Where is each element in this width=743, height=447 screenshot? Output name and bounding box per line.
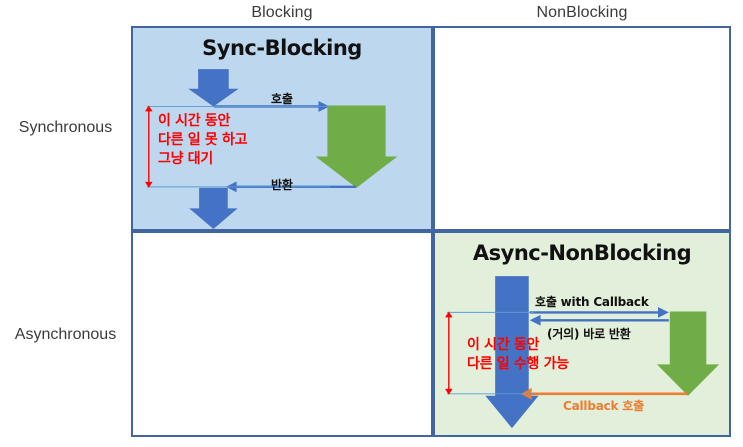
- sync-blocking-graphics: [145, 69, 398, 229]
- caller-continuous-arrow-icon: [485, 276, 539, 429]
- quadrant-title-sync-blocking: Sync-Blocking: [202, 36, 362, 60]
- column-header-nonblocking: NonBlocking: [536, 4, 628, 21]
- quadrant-matrix: Sync-Blocking: [131, 26, 731, 437]
- row-header-asynchronous: Asynchronous: [14, 326, 117, 343]
- quadrant-async-blocking-empty: [131, 231, 433, 437]
- row-header-synchronous: Synchronous: [18, 119, 113, 136]
- immediate-return-arrow-icon: [529, 314, 669, 326]
- callee-processing-arrow-icon: [315, 105, 398, 188]
- caption-call: 호출: [271, 92, 293, 106]
- wait-span-extent-lines: [146, 105, 331, 188]
- caller-entry-arrow-icon: [188, 69, 239, 107]
- quadrant-sync-blocking: Sync-Blocking: [131, 26, 433, 231]
- call-with-callback-arrow-icon: [529, 307, 669, 318]
- quadrant-async-nonblocking: Async-NonBlocking: [433, 231, 731, 437]
- free-duration-measure-icon: [445, 311, 453, 395]
- sync-blocking-wait-note: 이 시간 동안 다른 일 못 하고 그냥 대기: [158, 113, 248, 167]
- caption-immediate-return: (거의) 바로 반환: [547, 327, 631, 341]
- column-header-blocking: Blocking: [251, 4, 313, 21]
- callee-async-work-arrow-icon: [656, 311, 720, 396]
- caption-callback-invoke: Callback 호출: [563, 399, 644, 413]
- quadrant-title-async-nonblocking: Async-NonBlocking: [472, 241, 692, 265]
- async-nonblocking-free-note: 이 시간 동안 다른 일 수행 가능: [467, 337, 569, 372]
- wait-duration-measure-icon: [145, 105, 153, 188]
- free-span-extent-lines: [446, 311, 534, 395]
- caption-return: 반환: [271, 178, 293, 192]
- quadrant-sync-nonblocking-empty: [433, 26, 731, 231]
- async-nonblocking-graphics: [445, 276, 720, 429]
- caller-resume-arrow-icon: [189, 187, 238, 229]
- caption-call-with-callback: 호출 with Callback: [535, 295, 649, 309]
